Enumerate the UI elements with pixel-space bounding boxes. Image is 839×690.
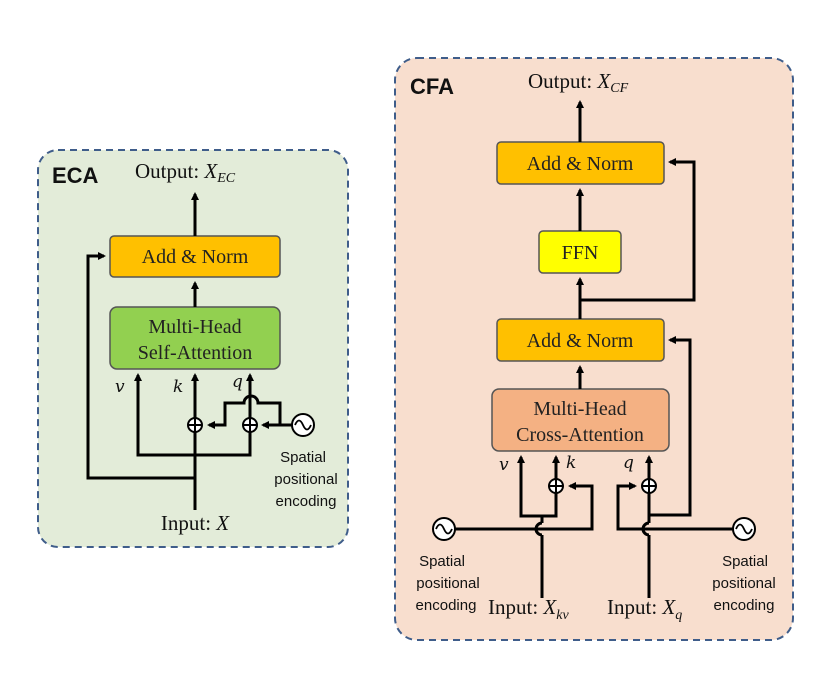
- eca-pos-to-k: [207, 394, 282, 429]
- cfa-add-op-q-cross: [642, 479, 656, 493]
- cfa-residual-bottom: [649, 336, 692, 517]
- cfa-kv-to-k: [542, 493, 558, 518]
- cfa-add-op-k-cross: [549, 479, 563, 493]
- eca-add-op-k-cross: [188, 418, 202, 432]
- cfa-pos-left-label-1: Spatial: [419, 553, 465, 570]
- eca-pos-label-2: positional: [274, 471, 337, 488]
- eca-title: ECA: [52, 163, 99, 188]
- eca-pos-label-3: encoding: [276, 493, 337, 510]
- cfa-q-label: q: [623, 453, 634, 473]
- eca-v-label: v: [115, 377, 125, 397]
- cfa-pos-right-path: [616, 482, 733, 531]
- eca-pos-label-1: Spatial: [280, 449, 326, 466]
- eca-sine-wave-icon: [294, 419, 312, 431]
- cfa-attention-label-1: Multi-Head: [533, 398, 626, 420]
- cfa-input-q-label: Input: Xq: [607, 595, 682, 623]
- cfa-k-label: k: [566, 453, 576, 473]
- cfa-ffn-label: FFN: [562, 242, 599, 264]
- eca-attention-label-1: Multi-Head: [148, 316, 241, 338]
- eca-output-label: Output: XEC: [135, 159, 236, 186]
- eca-input-label: Input: X: [161, 511, 230, 535]
- cfa-panel: CFA Output: XCF Add & Norm FFN Add & Nor…: [394, 57, 794, 641]
- cfa-pos-right-label-3: encoding: [714, 597, 775, 614]
- cfa-kv-to-v: [517, 455, 544, 523]
- cfa-title: CFA: [410, 74, 454, 99]
- cfa-pos-left-label-2: positional: [416, 575, 479, 592]
- eca-k-label: k: [173, 377, 183, 397]
- cfa-pos-right-label-2: positional: [712, 575, 775, 592]
- cfa-sine-wave-right-icon: [735, 523, 753, 535]
- cfa-v-label: v: [499, 455, 509, 475]
- cfa-sine-wave-left-icon: [435, 523, 453, 535]
- cfa-pos-left-path: [455, 482, 594, 531]
- eca-panel: ECA Output: XEC Add & Norm Multi-Head Se…: [37, 149, 349, 548]
- eca-residual-path: [86, 252, 195, 480]
- eca-q-input-path: [195, 432, 252, 457]
- eca-add-norm-label: Add & Norm: [142, 246, 249, 268]
- cfa-pos-left-label-3: encoding: [416, 597, 477, 614]
- cfa-add-norm-bottom-label: Add & Norm: [527, 330, 634, 352]
- cfa-pos-right-label-1: Spatial: [722, 553, 768, 570]
- cfa-input-kv-label: Input: Xkv: [488, 595, 569, 623]
- cfa-add-norm-top-label: Add & Norm: [527, 153, 634, 175]
- eca-v-path: [134, 373, 195, 457]
- eca-attention-label-2: Self-Attention: [138, 342, 252, 364]
- cfa-residual-top: [580, 158, 696, 302]
- eca-q-label: q: [232, 372, 243, 392]
- cfa-output-label: Output: XCF: [528, 69, 629, 96]
- cfa-attention-label-2: Cross-Attention: [516, 424, 644, 446]
- eca-add-op-q-cross: [243, 418, 257, 432]
